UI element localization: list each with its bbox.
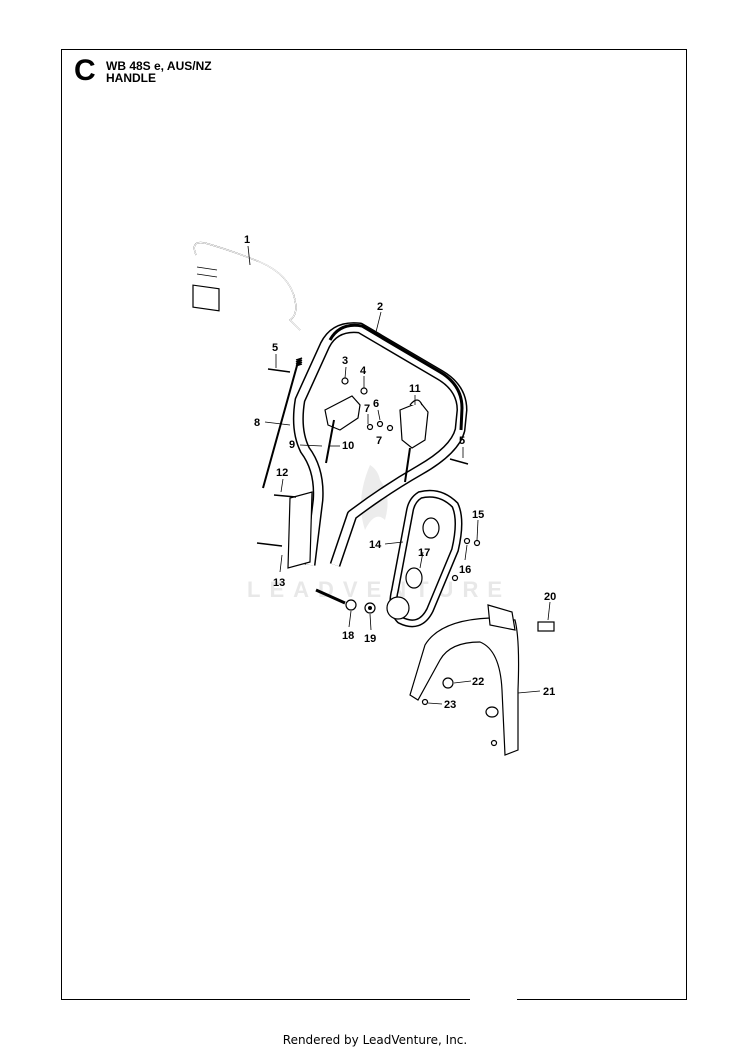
callout-14: 14 bbox=[369, 539, 382, 551]
part-10-control-lever[interactable] bbox=[324, 395, 361, 464]
part-title: HANDLE bbox=[106, 71, 156, 85]
callout-22: 22 bbox=[472, 676, 484, 688]
callout-16: 16 bbox=[459, 564, 471, 576]
section-letter: C bbox=[74, 54, 96, 87]
callout-8: 8 bbox=[254, 417, 260, 429]
watermark-text: LEADVENTURE bbox=[247, 577, 511, 602]
model-name: WB 48S e, AUS/NZ bbox=[106, 59, 212, 73]
part-21-bracket[interactable] bbox=[409, 604, 520, 756]
callout-19: 19 bbox=[364, 633, 376, 645]
callout-5-upper: 5 bbox=[272, 342, 278, 354]
part-11-control-lever[interactable] bbox=[399, 399, 429, 483]
frame-gap bbox=[470, 993, 517, 1003]
callout-13: 13 bbox=[273, 577, 285, 589]
watermark-logo: LEADVENTURE bbox=[247, 465, 511, 602]
part-8-control-rod[interactable] bbox=[262, 357, 303, 489]
fasteners bbox=[256, 368, 555, 747]
callout-21: 21 bbox=[543, 686, 555, 698]
callout-17: 17 bbox=[418, 547, 430, 559]
footer-credit: Rendered by LeadVenture, Inc. bbox=[282, 1033, 468, 1047]
part-14-lower-frame[interactable] bbox=[386, 489, 463, 628]
callout-23: 23 bbox=[444, 699, 456, 711]
callout-20: 20 bbox=[544, 591, 556, 603]
callout-9: 9 bbox=[289, 439, 295, 451]
callout-18: 18 bbox=[342, 630, 354, 642]
callout-7-lower: 7 bbox=[376, 435, 382, 447]
callout-4: 4 bbox=[360, 365, 367, 377]
callout-3: 3 bbox=[342, 355, 348, 367]
callout-2: 2 bbox=[377, 301, 383, 313]
diagram-frame bbox=[61, 49, 687, 1000]
callout-7-upper: 7 bbox=[364, 403, 370, 415]
callout-15: 15 bbox=[472, 509, 484, 521]
callout-1: 1 bbox=[244, 234, 250, 246]
part-13-cover[interactable] bbox=[287, 491, 313, 569]
callout-12: 12 bbox=[276, 467, 288, 479]
callout-10: 10 bbox=[342, 440, 354, 452]
callout-labels: 1 2 3 4 5 5 6 7 7 8 9 10 11 12 13 14 15 … bbox=[244, 234, 556, 711]
leader-lines bbox=[247, 245, 551, 705]
callout-11: 11 bbox=[409, 383, 421, 395]
part-2-handle-bar[interactable] bbox=[292, 322, 468, 567]
part-1-cable[interactable] bbox=[192, 241, 301, 331]
callout-6: 6 bbox=[373, 398, 379, 410]
callout-5-right: 5 bbox=[459, 435, 465, 447]
